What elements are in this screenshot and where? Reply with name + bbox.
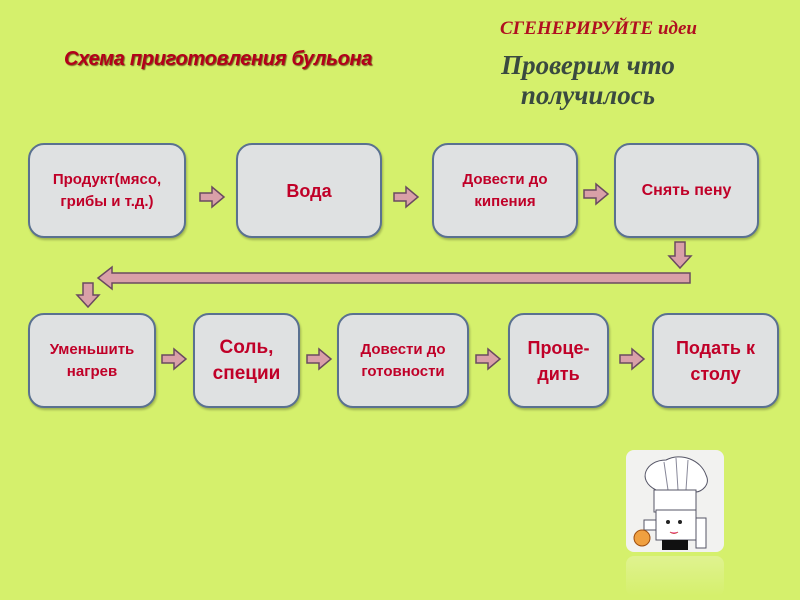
arrow-right-icon <box>475 347 502 371</box>
arrow-right-icon <box>161 347 188 371</box>
arrow-down-icon <box>667 241 693 270</box>
step-skim: Снять пену <box>614 143 759 238</box>
step-boil: Довести до кипения <box>432 143 578 238</box>
step-text: Снять пену <box>641 181 732 199</box>
check-line-1: Проверим что <box>501 50 675 80</box>
step-text: Довести до <box>462 170 548 188</box>
step-text: грибы и т.д.) <box>60 192 154 210</box>
step-text: кипения <box>474 192 536 210</box>
step-text: специи <box>212 362 281 384</box>
chef-reflection <box>626 556 724 596</box>
step-text: Подать к <box>675 337 756 358</box>
tagline: СГЕНЕРИРУЙТЕ идеи <box>500 18 697 39</box>
arrow-right-icon <box>393 185 420 209</box>
step-text: столу <box>690 363 741 384</box>
step-text: нагрев <box>66 362 118 380</box>
arrow-right-icon <box>199 185 226 209</box>
step-salt: Соль, специи <box>193 313 300 408</box>
step-text: дить <box>537 363 580 384</box>
chef-picture <box>626 450 724 552</box>
step-serve: Подать к столу <box>652 313 779 408</box>
step-text: Продукт(мясо, <box>52 170 162 188</box>
step-text: Соль, <box>219 336 274 358</box>
step-cook-done: Довести до готовности <box>337 313 469 408</box>
step-reduce-heat: Уменьшить нагрев <box>28 313 156 408</box>
slide-title: Схема приготовления бульона <box>64 48 373 70</box>
arrow-right-icon <box>583 182 610 206</box>
check-heading: Проверим что получилось <box>488 50 688 110</box>
arrow-down-icon <box>75 282 101 309</box>
check-line-2: получилось <box>520 80 656 110</box>
step-text: готовности <box>361 362 445 380</box>
step-text: Вода <box>286 180 332 201</box>
arrow-right-icon <box>306 347 333 371</box>
step-text: Уменьшить <box>49 340 135 358</box>
step-text: Проце- <box>527 337 590 358</box>
chef-icon <box>633 456 708 550</box>
step-text: Довести до <box>360 340 446 358</box>
step-strain: Проце-дить <box>508 313 609 408</box>
step-product: Продукт(мясо, грибы и т.д.) <box>28 143 186 238</box>
step-water: Вода <box>236 143 382 238</box>
arrow-long-left-icon <box>96 265 691 291</box>
arrow-right-icon <box>619 347 646 371</box>
